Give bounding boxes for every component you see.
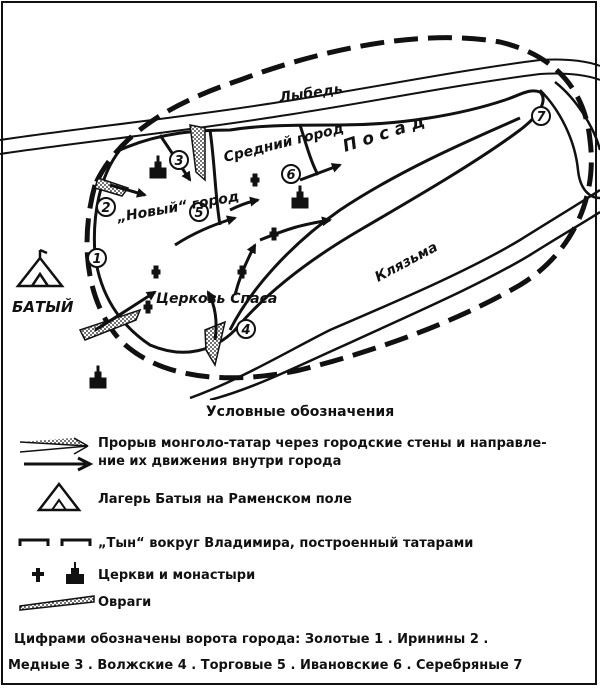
gates-line-1: Цифрами обозначены ворота города: Золоты… <box>14 632 489 647</box>
church-cross-icon <box>250 173 260 187</box>
church-cross-icon <box>237 265 247 279</box>
ravines <box>78 124 227 367</box>
legend-ravines: Овраги <box>98 595 152 610</box>
ravine-legend-icon <box>19 595 95 611</box>
city-gates: 1 2 3 4 5 6 7 <box>87 106 551 339</box>
posad-label: П о с а д <box>340 112 427 157</box>
gates-line-2: Медные 3 . Волжские 4 . Торговые 5 . Ива… <box>8 658 523 673</box>
siege-map: 1 2 3 4 5 6 7 Лыбедь Клязьма П о с а д Б… <box>0 35 600 400</box>
gate-5-number: 5 <box>194 206 203 221</box>
gate-name-7: Серебряные <box>416 658 509 673</box>
gates-intro: Цифрами обозначены ворота города: <box>14 632 301 647</box>
church-cross-icon <box>143 300 153 314</box>
gate-2-marker: 2 <box>96 197 116 217</box>
gate-num-4: 4 <box>177 658 187 673</box>
monastery-icon <box>149 155 167 179</box>
gate-num-7: 7 <box>513 658 523 673</box>
gate-4-number: 4 <box>240 323 250 338</box>
gate-4-marker: 4 <box>236 319 256 339</box>
monastery-icon <box>89 365 107 389</box>
gate-7-marker: 7 <box>531 106 551 126</box>
legend-tyn: „Тын“ вокруг Владимира, построенный тата… <box>98 536 474 551</box>
gate-num-1: 1 <box>374 632 384 647</box>
churches <box>89 155 309 389</box>
gate-num-5: 5 <box>276 658 286 673</box>
gate-5-marker: 5 <box>189 202 209 222</box>
novy-gorod-label: „Новый“ город <box>115 189 240 226</box>
gate-name-6: Ивановские <box>299 658 389 673</box>
gate-1-marker: 1 <box>87 248 107 268</box>
gate-name-5: Торговые <box>200 658 273 673</box>
tyn-palisade <box>84 35 594 381</box>
tyn-legend-icon <box>18 538 92 546</box>
tserkov-spasa-label: Церковь Спаса <box>156 291 277 307</box>
gate-6-marker: 6 <box>281 164 301 184</box>
gate-name-2: Иринины <box>397 632 466 647</box>
legend-breakthrough-line2: ние их движения внутри города <box>98 454 342 469</box>
churches-legend-icon <box>32 562 84 584</box>
klyazma-label: Клязьма <box>372 239 440 285</box>
breakthrough-arrow-icon <box>19 437 94 472</box>
gate-3-number: 3 <box>174 154 183 169</box>
monastery-icon <box>291 185 309 209</box>
gate-num-3: 3 <box>74 658 84 673</box>
legend-title: Условные обозначения <box>205 404 395 420</box>
gate-7-number: 7 <box>536 110 546 125</box>
church-cross-icon <box>269 227 279 241</box>
gate-name-4: Волжские <box>97 658 174 673</box>
lybed-label: Лыбедь <box>277 81 343 106</box>
gate-num-6: 6 <box>392 658 403 673</box>
gate-num-2: 2 <box>469 632 479 647</box>
gate-name-1: Золотые <box>304 632 370 647</box>
gate-1-number: 1 <box>92 252 101 267</box>
legend: Условные обозначения Прорыв монголо-тата… <box>0 400 600 688</box>
gate-6-number: 6 <box>286 168 295 183</box>
camp-label: БАТЫЙ <box>12 297 74 316</box>
legend-breakthrough-line1: Прорыв монголо-татар через городские сте… <box>98 436 547 451</box>
legend-camp: Лагерь Батыя на Раменском поле <box>98 492 352 507</box>
camp-tent-icon <box>15 248 65 288</box>
lybed-river <box>0 58 600 155</box>
church-cross-icon <box>151 265 161 279</box>
camp-legend-icon <box>36 481 82 512</box>
gate-2-number: 2 <box>101 201 110 216</box>
legend-churches: Церкви и монастыри <box>98 568 256 583</box>
gate-name-3: Медные <box>8 658 70 673</box>
gate-3-marker: 3 <box>169 150 189 170</box>
